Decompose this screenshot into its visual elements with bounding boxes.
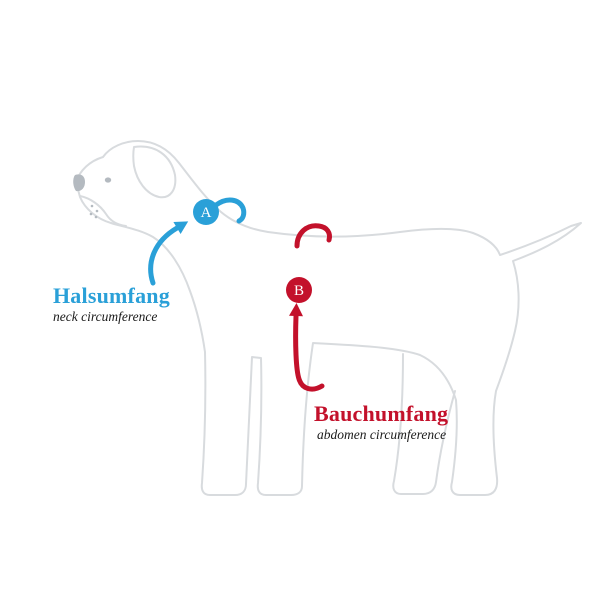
neck-tape-arc bbox=[213, 197, 247, 224]
dog-mouth-line bbox=[79, 195, 127, 227]
neck-sublabel: neck circumference bbox=[53, 309, 158, 324]
neck-marker-circle bbox=[193, 199, 219, 225]
abdomen-arrow-curve bbox=[293, 313, 325, 392]
dog-body-outline bbox=[75, 140, 582, 496]
neck-measure-group: A bbox=[148, 197, 247, 286]
abdomen-label: Bauchumfang bbox=[314, 401, 449, 426]
dog-eye bbox=[104, 177, 112, 183]
dog-far-hind-leg bbox=[392, 353, 456, 495]
neck-arrow-curve bbox=[148, 225, 180, 286]
neck-label: Halsumfang bbox=[53, 283, 170, 308]
abdomen-arrowhead-icon bbox=[289, 303, 303, 317]
dog-head-details bbox=[73, 174, 112, 219]
abdomen-measure-group: B bbox=[286, 223, 332, 392]
dog-nose bbox=[73, 174, 85, 192]
neck-arrowhead-icon bbox=[173, 221, 189, 234]
dog-outline-group bbox=[75, 140, 582, 496]
dog-muzzle-dot bbox=[94, 215, 98, 219]
abdomen-tape-arc bbox=[294, 223, 332, 249]
neck-marker-letter: A bbox=[201, 205, 212, 221]
dog-muzzle-dot bbox=[89, 212, 93, 216]
dog-ear bbox=[132, 145, 177, 199]
dog-muzzle-dot bbox=[90, 204, 94, 208]
abdomen-sublabel: abdomen circumference bbox=[317, 427, 447, 442]
abdomen-marker-circle bbox=[286, 277, 312, 303]
dog-muzzle-dot bbox=[95, 209, 99, 213]
abdomen-marker-letter: B bbox=[294, 283, 304, 299]
